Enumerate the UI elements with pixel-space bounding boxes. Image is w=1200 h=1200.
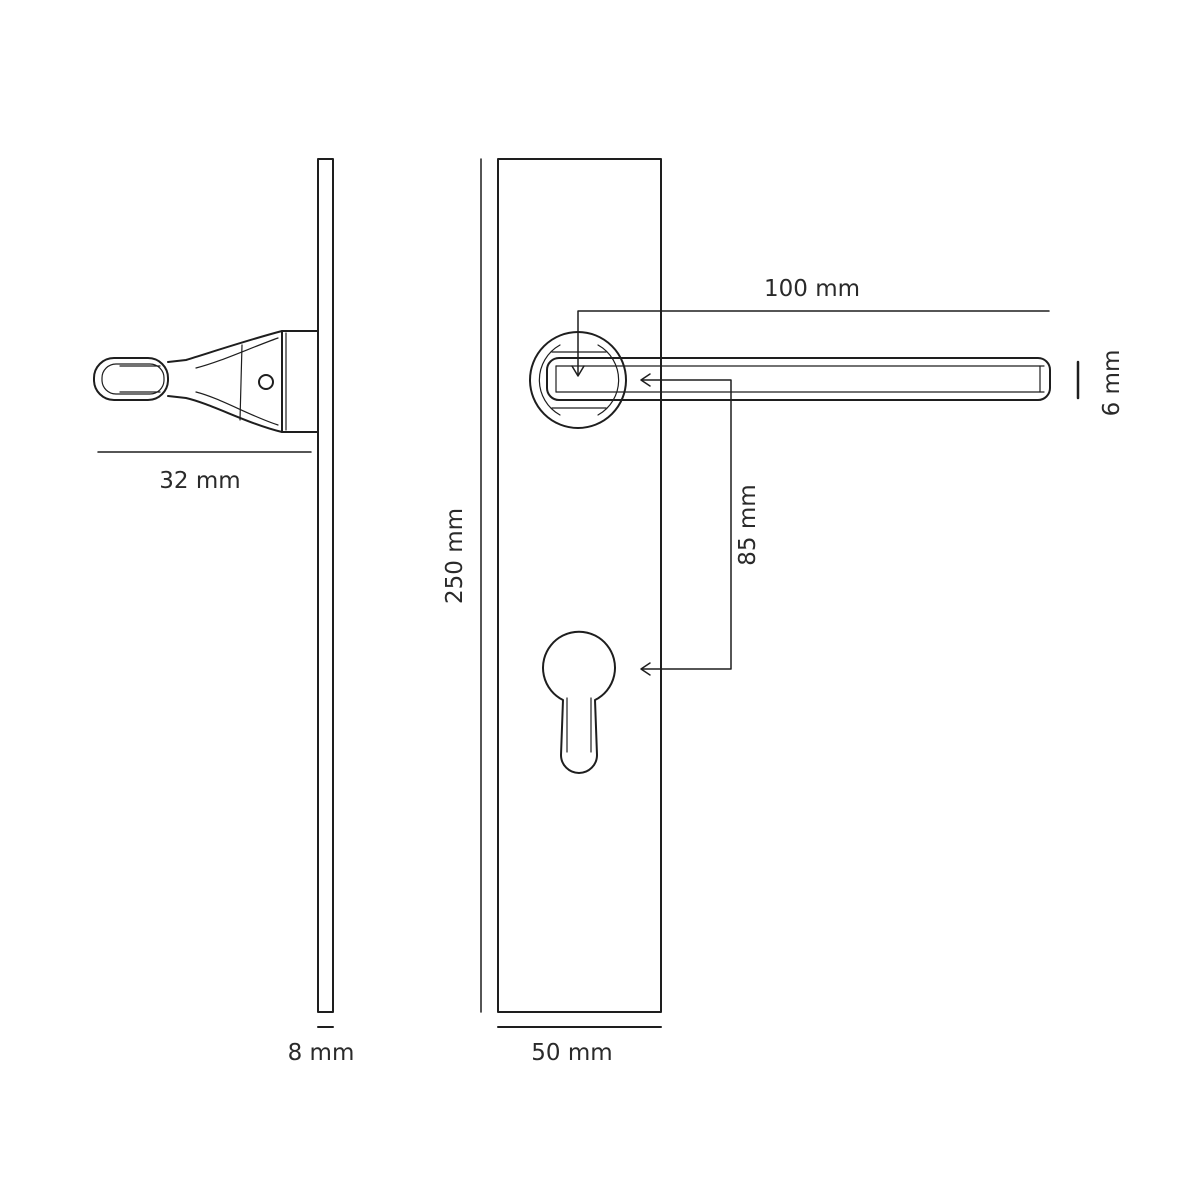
side-handle-neck	[167, 330, 283, 433]
front-view: 250 mm 50 mm 100 mm 6 mm 85 mm	[442, 158, 1125, 1066]
front-plate	[497, 158, 662, 1013]
dim-label-center-distance: 85 mm	[735, 484, 761, 565]
side-plate	[317, 158, 334, 1013]
dim-label-thickness: 8 mm	[288, 1040, 355, 1066]
side-view: 32 mm 8 mm	[93, 158, 355, 1066]
dim-label-lever-length: 100 mm	[764, 276, 860, 302]
dim-label-projection: 32 mm	[159, 468, 240, 494]
side-lever-end	[93, 357, 169, 401]
side-screw-hole	[258, 374, 274, 390]
dim-label-lever-thickness: 6 mm	[1099, 350, 1125, 417]
dim-line-center-distance	[641, 379, 732, 670]
dim-label-plate-width: 50 mm	[531, 1040, 612, 1066]
side-rose	[281, 330, 319, 433]
dim-arrow-center-bottom	[640, 662, 651, 676]
dim-label-plate-height: 250 mm	[442, 508, 468, 604]
dim-arrow-center-top	[640, 373, 651, 387]
dim-line-lever-length	[577, 310, 1050, 375]
cylinder-keyhole	[542, 630, 616, 774]
front-lever	[546, 357, 1051, 401]
dim-arrow-lever-length	[571, 365, 585, 377]
